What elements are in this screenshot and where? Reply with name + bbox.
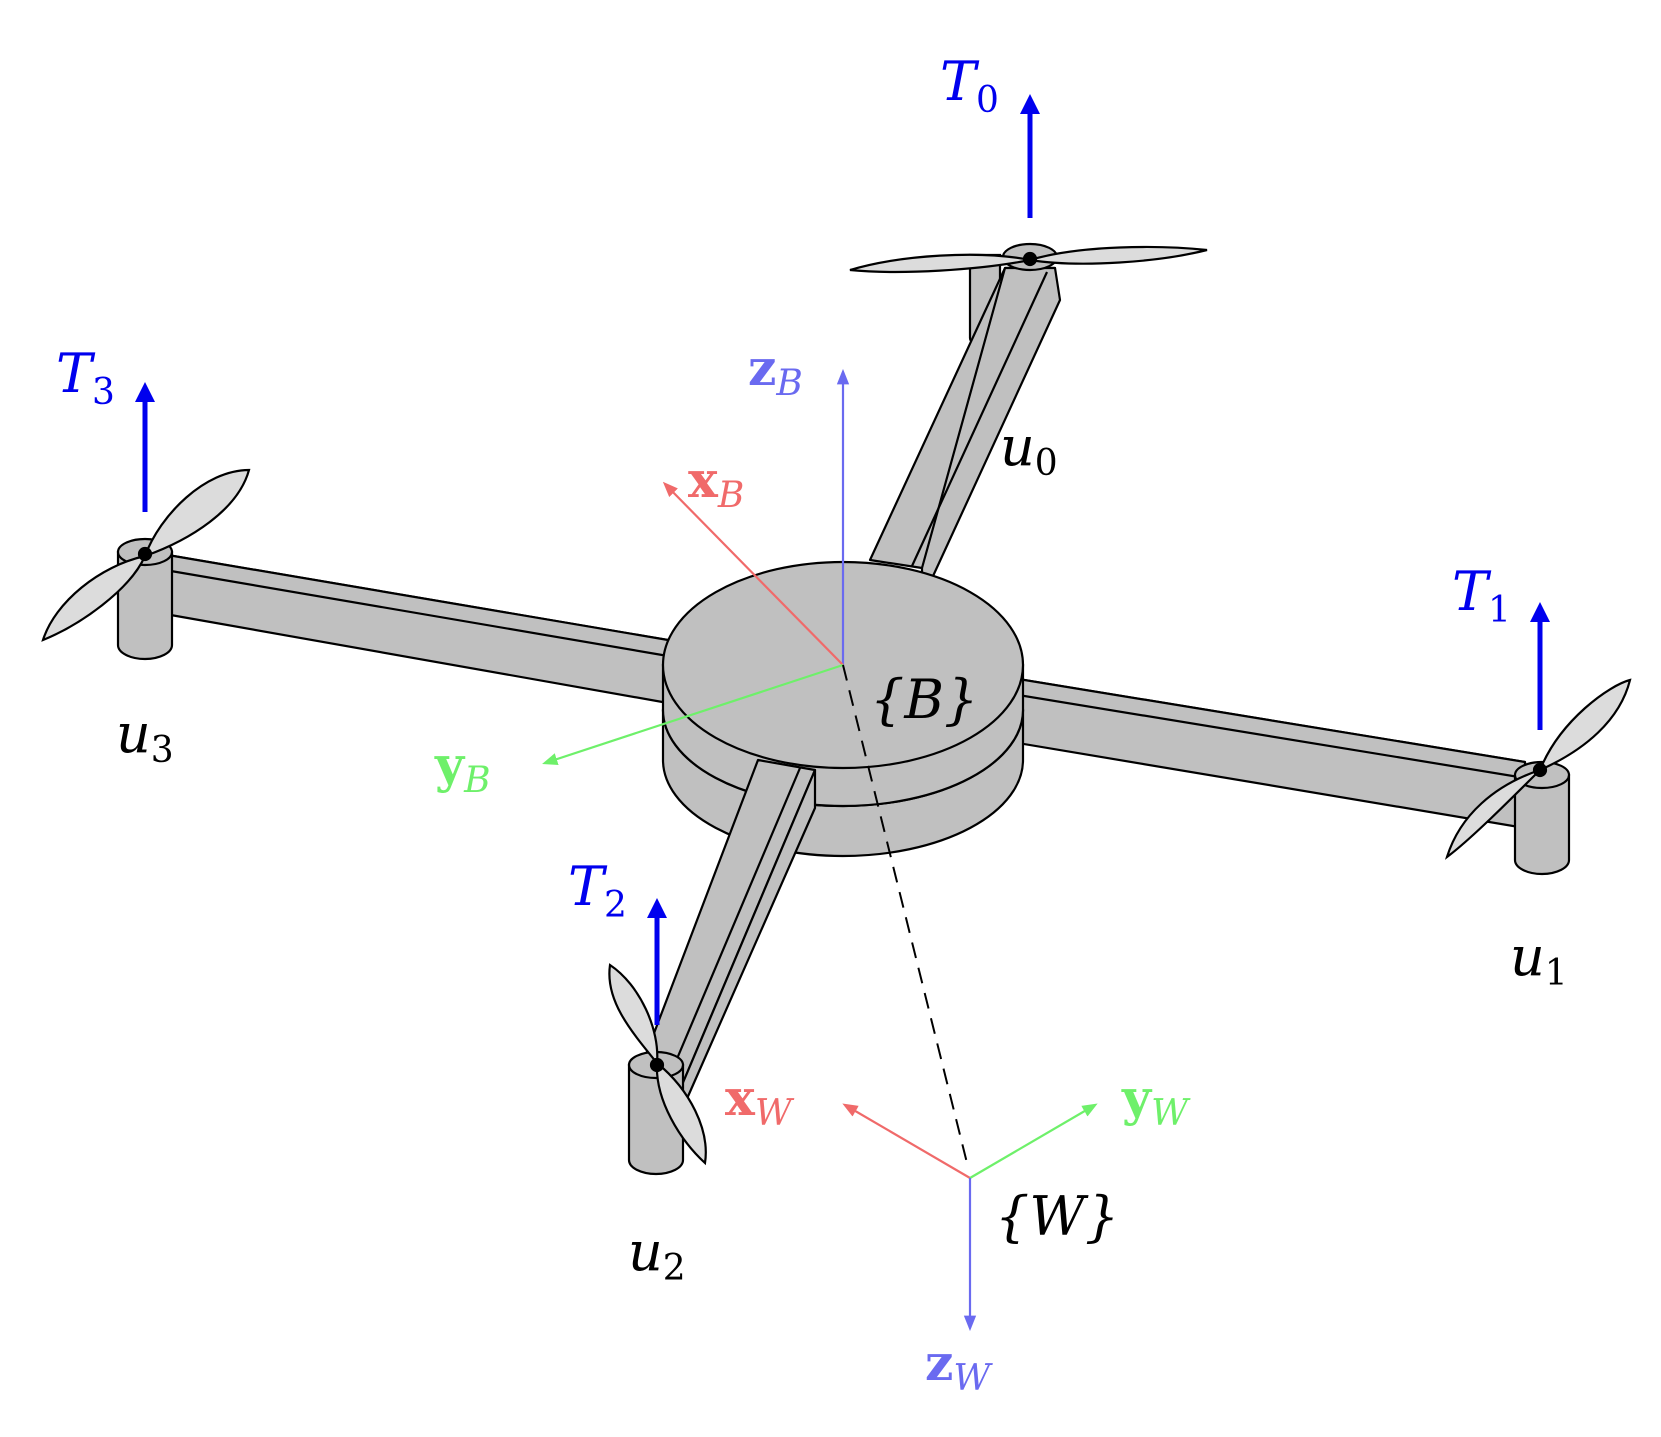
world-y-axis [969, 1103, 1098, 1179]
rotor-0 [849, 242, 1208, 274]
arm-0 [868, 266, 1062, 602]
world-x-label: xW [725, 1068, 795, 1134]
propeller-icon [849, 253, 1031, 274]
input-label-2: u2 [628, 1220, 686, 1289]
input-label-1: u1 [1510, 925, 1568, 994]
world-z-label: zW [925, 1333, 993, 1399]
rotor-3 [41, 468, 251, 661]
thrust-label-2: T2 [568, 855, 627, 926]
propeller-icon [655, 1060, 707, 1166]
body-y-label: yB [434, 735, 491, 801]
body-frame-label: {B} [870, 668, 978, 731]
propeller-icon [1029, 245, 1208, 265]
world-frame-label: {W} [995, 1185, 1119, 1248]
propeller-icon [143, 468, 251, 558]
frame-connector-dashed [842, 664, 968, 1164]
rotor-2 [608, 963, 707, 1176]
rotor-1 [1444, 678, 1632, 876]
thrust-label-3: T3 [56, 342, 115, 413]
arm-1 [998, 674, 1527, 830]
body-y-axis [542, 663, 844, 766]
body-x-axis [662, 481, 844, 666]
propeller-icon [1537, 678, 1632, 773]
input-label-0: u0 [1000, 415, 1058, 484]
propeller-icon [1444, 768, 1541, 860]
world-x-axis [842, 1103, 971, 1179]
arm-3 [148, 550, 670, 705]
world-y-label: yW [1121, 1068, 1191, 1134]
body-x-label: xB [688, 450, 744, 516]
rotor-1-motor [1513, 773, 1571, 876]
thrust-label-0: T0 [940, 50, 999, 121]
input-label-3: u3 [116, 702, 174, 771]
propeller-icon [608, 963, 659, 1066]
body-z-label: zB [748, 338, 803, 404]
thrust-label-1: T1 [1452, 560, 1511, 631]
propeller-icon [41, 554, 147, 642]
